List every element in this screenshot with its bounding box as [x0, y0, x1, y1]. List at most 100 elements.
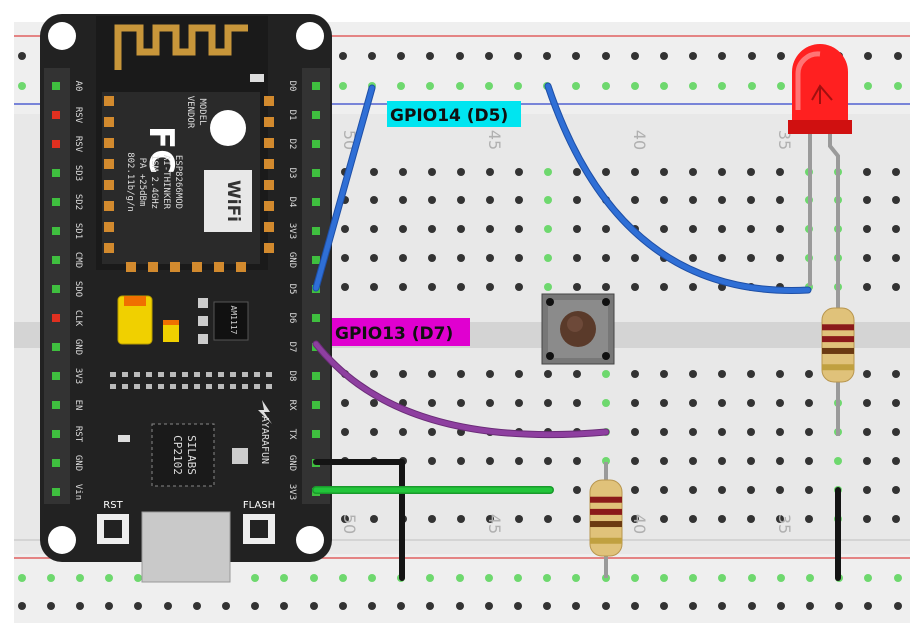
left-pin-pad: [52, 285, 60, 293]
breadboard-hole: [689, 168, 697, 176]
left-pin-label: A0: [73, 81, 83, 92]
right-pin-label: D3: [287, 168, 297, 179]
rail-hole: [485, 602, 493, 610]
rail-hole: [631, 574, 639, 582]
breadboard-hole: [602, 399, 610, 407]
breadboard-hole: [544, 457, 552, 465]
resistor-icon: [589, 286, 855, 578]
breadboard-hole: [341, 254, 349, 262]
breadboard-hole: [428, 196, 436, 204]
breadboard-hole: [631, 196, 639, 204]
breadboard-hole: [544, 225, 552, 233]
rail-hole: [339, 52, 347, 60]
breadboard-hole: [544, 399, 552, 407]
rail-hole: [280, 602, 288, 610]
breadboard-hole: [573, 457, 581, 465]
module-line: ISM 2.4GHz: [149, 155, 159, 209]
rail-hole: [835, 602, 843, 610]
brand-label: AYARAFUN: [259, 416, 270, 464]
board-dot: [158, 384, 164, 389]
rail-hole: [18, 82, 26, 90]
module-pad: [264, 159, 274, 169]
board-dot: [266, 384, 272, 389]
breadboard-hole: [718, 457, 726, 465]
module-pad: [264, 117, 274, 127]
breadboard-hole: [660, 457, 668, 465]
right-pin-label: D8: [287, 371, 297, 382]
board-dot: [194, 384, 200, 389]
left-pin-label: RST: [73, 426, 83, 443]
breadboard-hole: [457, 196, 465, 204]
gpio13-label-text: GPIO13 (D7): [335, 324, 453, 344]
espressif-logo: [210, 110, 246, 146]
rail-hole: [806, 574, 814, 582]
left-pin-pad: [52, 198, 60, 206]
breadboard-hole: [689, 370, 697, 378]
left-pin-label: SD1: [73, 223, 83, 239]
module-pad: [104, 180, 114, 190]
module-pad: [148, 262, 158, 272]
rail-hole: [164, 602, 172, 610]
breadboard-hole: [428, 168, 436, 176]
column-number-bottom: 35: [775, 514, 794, 534]
breadboard-hole: [428, 370, 436, 378]
breadboard-hole: [805, 399, 813, 407]
breadboard-hole: [718, 515, 726, 523]
breadboard-hole: [428, 225, 436, 233]
breadboard-hole: [457, 399, 465, 407]
rail-hole: [280, 574, 288, 582]
left-pin-pad: [52, 314, 60, 322]
rail-hole: [543, 52, 551, 60]
left-pin-label: RSV: [73, 107, 83, 124]
breadboard-hole: [457, 225, 465, 233]
right-pin-pad: [312, 198, 320, 206]
rail-hole: [660, 574, 668, 582]
right-pin-pad: [312, 140, 320, 148]
column-number-bottom: 45: [485, 514, 504, 534]
rail-hole: [631, 52, 639, 60]
rail-hole: [748, 52, 756, 60]
breadboard-hole: [602, 283, 610, 291]
mount-hole-bottom-left: [48, 526, 76, 554]
rail-hole: [456, 52, 464, 60]
rail-hole: [602, 82, 610, 90]
breadboard-hole: [863, 515, 871, 523]
breadboard-hole: [718, 196, 726, 204]
flash-label: FLASH: [243, 500, 275, 511]
wire-black-gnd: [313, 459, 405, 581]
rail-hole: [864, 574, 872, 582]
wifi-antenna-icon: [114, 24, 248, 70]
rail-hole: [514, 574, 522, 582]
rail-hole: [718, 574, 726, 582]
rail-hole: [689, 82, 697, 90]
right-pin-label: D1: [287, 110, 297, 121]
mount-hole-bottom-right: [296, 526, 324, 554]
breadboard-hole: [631, 370, 639, 378]
rail-hole: [777, 602, 785, 610]
breadboard-hole: [718, 168, 726, 176]
breadboard-hole: [370, 196, 378, 204]
rail-hole: [660, 82, 668, 90]
board-dot: [218, 384, 224, 389]
breadboard-hole: [747, 399, 755, 407]
rail-hole: [339, 574, 347, 582]
rail-hole: [689, 52, 697, 60]
breadboard-hole: [341, 428, 349, 436]
breadboard-hole: [776, 370, 784, 378]
breadboard-hole: [834, 457, 842, 465]
rail-hole: [718, 52, 726, 60]
breadboard-hole: [486, 515, 494, 523]
left-pin-label: CMD: [73, 252, 83, 268]
breadboard-hole: [689, 399, 697, 407]
breadboard-hole: [602, 225, 610, 233]
breadboard-hole: [689, 254, 697, 262]
breadboard-hole: [747, 486, 755, 494]
breadboard-hole: [631, 254, 639, 262]
breadboard-hole: [892, 515, 900, 523]
breadboard-hole: [718, 254, 726, 262]
module-pad: [104, 138, 114, 148]
usb-connector: [141, 511, 231, 583]
module-pads: [104, 96, 274, 272]
breadboard-hole: [776, 457, 784, 465]
